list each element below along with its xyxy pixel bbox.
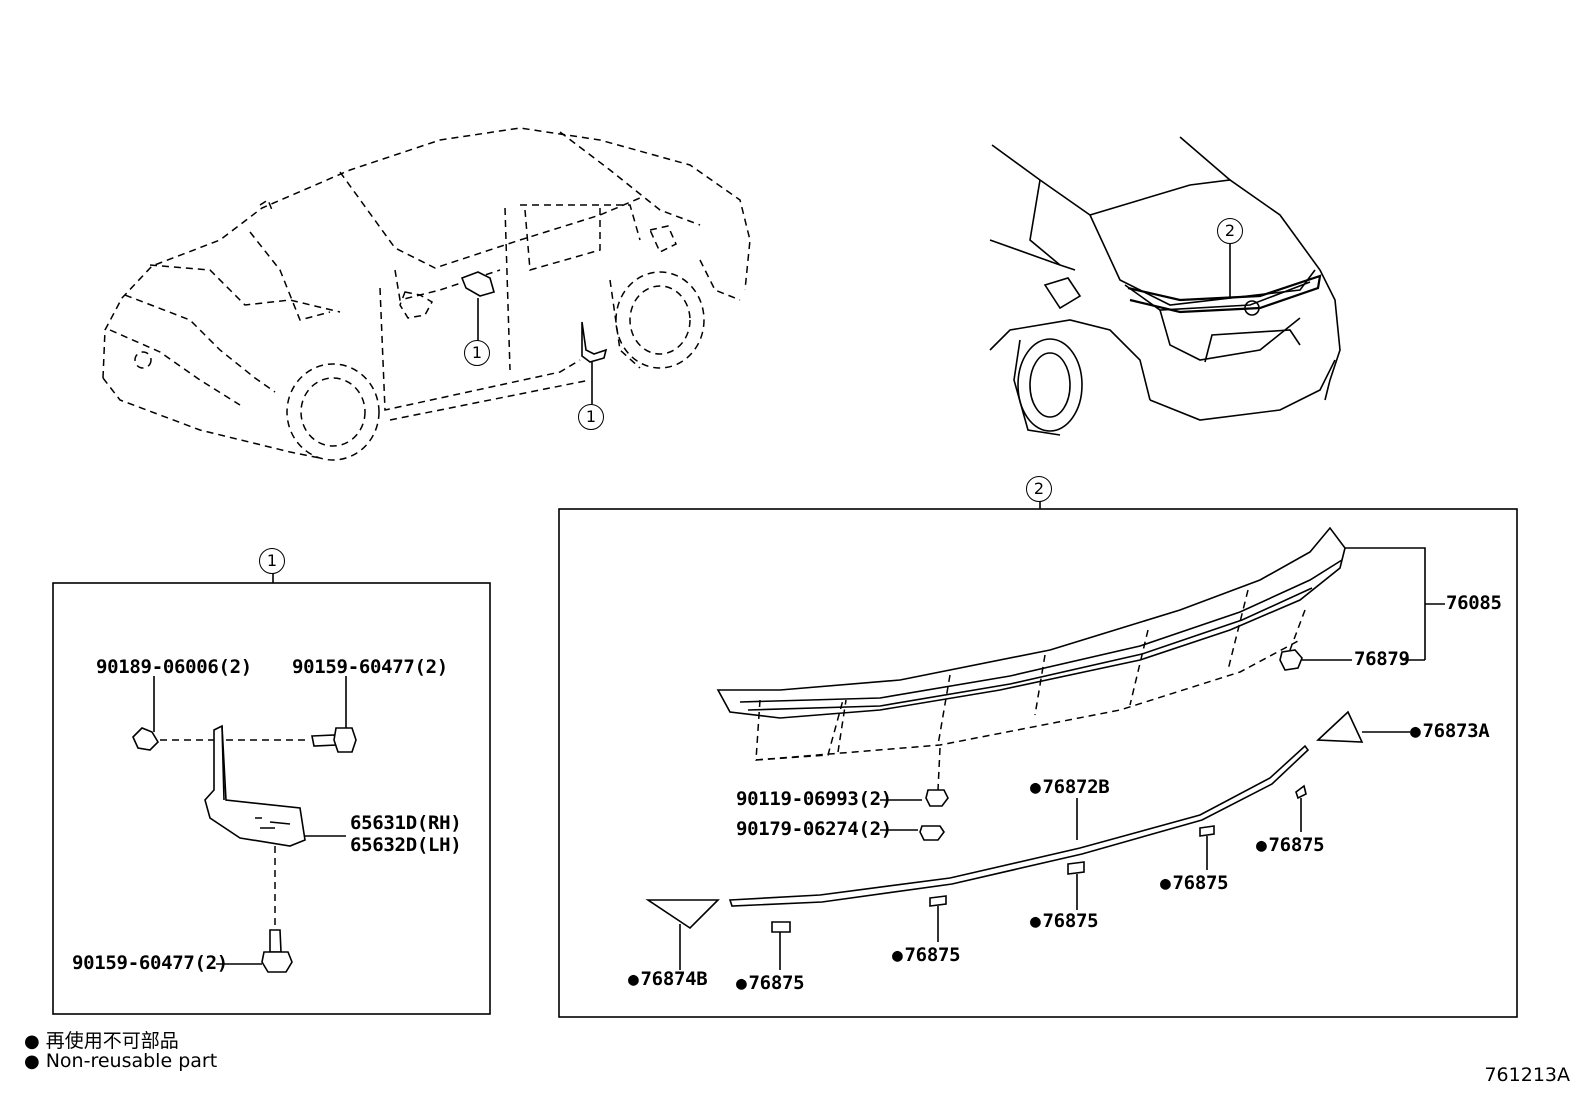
- part-label-65632d-lh: 65632D(LH): [350, 834, 462, 856]
- part-label-90179-06274: 90179-06274(2): [736, 818, 892, 840]
- part-label-76874b: 76874B: [628, 970, 708, 989]
- part-label-76875-right: 76875: [1160, 874, 1229, 893]
- box-2-frame: [558, 498, 1518, 1018]
- callout-2-box-header: 2: [1026, 476, 1052, 502]
- legend-english: ●Non-reusable part: [24, 1050, 217, 1072]
- legend-japanese-text: 再使用不可部品: [45, 1030, 179, 1052]
- legend-bullet-icon: ●: [24, 1051, 40, 1072]
- part-label-76872b: 76872B: [1030, 778, 1110, 797]
- part-label-76879: 76879: [1354, 648, 1410, 670]
- part-label-76875-center: 76875: [1030, 912, 1099, 931]
- part-label-76873a: 76873A: [1410, 722, 1490, 741]
- document-id: 761213A: [1484, 1064, 1570, 1086]
- front-car-drawing: [102, 127, 751, 461]
- rear-car-drawing: [989, 136, 1341, 436]
- part-label-76875-left-center: 76875: [892, 946, 961, 965]
- legend-bullet-icon: ●: [24, 1031, 40, 1052]
- legend-english-text: Non-reusable part: [45, 1050, 218, 1072]
- part-label-90119-06993: 90119-06993(2): [736, 788, 892, 810]
- callout-1-box-header: 1: [259, 548, 285, 574]
- legend-japanese: ●再使用不可部品: [24, 1026, 179, 1053]
- callout-2-rear-car: 2: [1217, 218, 1243, 244]
- part-label-90159-60477-bottom: 90159-60477(2): [72, 952, 228, 974]
- part-label-90189-06006: 90189-06006(2): [96, 656, 252, 678]
- callout-1-rear-door: 1: [578, 404, 604, 430]
- box-1-frame: [52, 570, 491, 1015]
- callout-1-front-door: 1: [464, 340, 490, 366]
- part-label-76085: 76085: [1446, 592, 1502, 614]
- part-label-90159-60477-top: 90159-60477(2): [292, 656, 448, 678]
- part-label-65631d-rh: 65631D(RH): [350, 812, 462, 834]
- part-label-76875-left: 76875: [736, 974, 805, 993]
- part-label-76875-far-right: 76875: [1256, 836, 1325, 855]
